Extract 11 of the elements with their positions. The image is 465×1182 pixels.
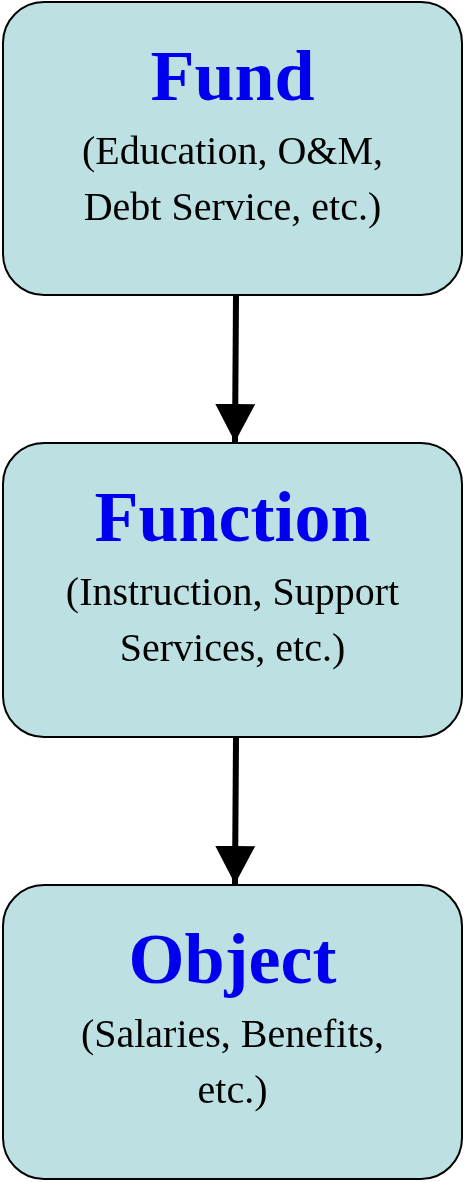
box-description: (Salaries, Benefits, etc.): [79, 1010, 386, 1114]
arrow: [215, 737, 256, 885]
rounded-box: [2, 1, 463, 296]
arrow: [215, 295, 256, 443]
box-title: Fund: [150, 35, 315, 118]
box-title: Object: [128, 918, 337, 1001]
box-description: (Instruction, Support Services, etc.): [64, 568, 401, 672]
box-title: Function: [94, 476, 371, 559]
rounded-box: [2, 884, 463, 1180]
box-description: (Education, O&M, Debt Service, etc.): [80, 127, 385, 231]
rounded-box: [2, 442, 463, 738]
